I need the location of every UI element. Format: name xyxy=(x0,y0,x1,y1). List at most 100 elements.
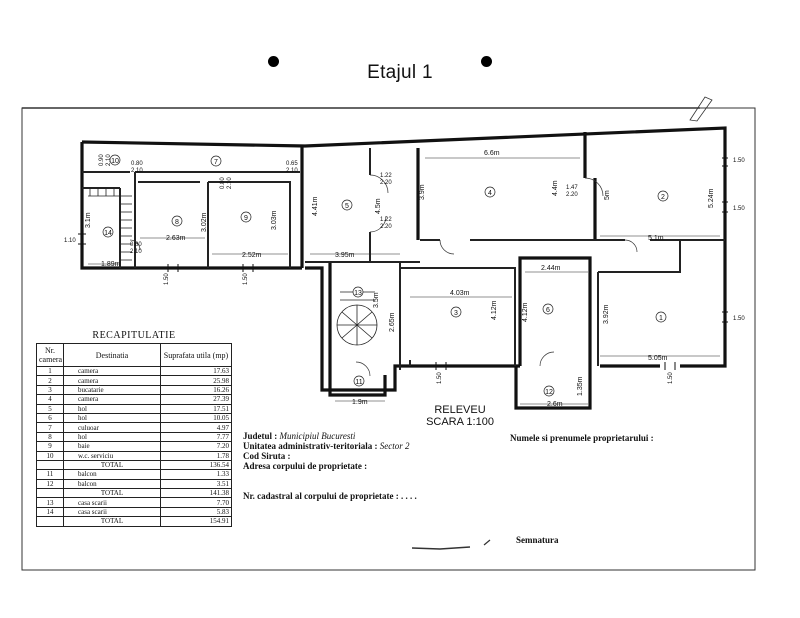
door-mark: 2.10 xyxy=(106,154,112,166)
cell-sup: 141.38 xyxy=(160,488,232,499)
table-header-row: Nr. camera Destinatia Suprafata utila (m… xyxy=(36,343,232,367)
recap-title: RECAPITULATIE xyxy=(92,330,176,341)
cell-sup: 1.33 xyxy=(160,469,232,480)
dimension-label: 1.35m xyxy=(577,376,584,396)
cell-dest: casa scarii xyxy=(63,506,161,518)
window-mark: 1.50 xyxy=(733,206,745,212)
cell-dest: balcon xyxy=(63,478,161,490)
drawing-caption: RELEVEU SCARA 1:100 xyxy=(400,404,520,428)
recap-table: Nr. camera Destinatia Suprafata utila (m… xyxy=(36,343,232,527)
cell-nr: 4 xyxy=(36,394,64,405)
cell-dest: baie xyxy=(63,441,161,452)
dimension-label: 2.52m xyxy=(242,252,262,259)
cell-dest: hol xyxy=(63,403,161,414)
door-mark: 2.10 xyxy=(227,177,233,189)
cell-sup: 136.54 xyxy=(160,459,232,471)
cell-sup: 17.51 xyxy=(160,403,232,414)
door-mark: 2.20 xyxy=(566,192,578,198)
dimension-label: 3.95m xyxy=(335,252,355,259)
door-mark: 0.80 xyxy=(220,177,226,189)
proprietar-label: Numele si prenumele proprietarului : xyxy=(510,433,654,443)
cell-nr: 13 xyxy=(36,497,64,508)
sheet-frame xyxy=(21,96,756,571)
cell-nr: 9 xyxy=(36,441,64,452)
semnatura-label: Semnatura xyxy=(516,535,559,545)
dimension-label: 3.03m xyxy=(271,210,278,230)
unitate-line: Unitatea administrativ-teritoriala : Sec… xyxy=(243,441,409,451)
judet-label: Judetul : xyxy=(243,431,278,441)
cell-sup: 27.39 xyxy=(160,394,232,405)
relevu-label: RELEVEU xyxy=(434,404,486,416)
siruta-label: Cod Siruta : xyxy=(243,451,291,461)
cell-sup: 16.26 xyxy=(160,384,232,396)
room-number: 11 xyxy=(355,379,362,386)
page-title: Etajul 1 xyxy=(367,62,433,83)
stairs-13 xyxy=(336,291,378,346)
dimension-label: 5.24m xyxy=(708,188,715,208)
scale-label: SCARA 1:100 xyxy=(426,416,494,428)
dimension-labels: 6.6m 4.4m 5m 5.24m 5.1m 4.41m 4.5m 3.95m… xyxy=(85,150,715,408)
door-mark: 2.10 xyxy=(286,168,298,174)
cell-sup: 1.78 xyxy=(160,450,232,461)
dimension-label: 4.4m xyxy=(552,180,559,196)
judet-line: Judetul : Municipiul Bucuresti xyxy=(243,431,355,441)
punch-hole-left xyxy=(268,56,279,67)
dimension-label: 5.05m xyxy=(648,355,668,362)
cell-nr xyxy=(36,516,64,527)
dimension-label: 3.02m xyxy=(201,212,208,232)
cell-dest: camera xyxy=(63,375,161,386)
dimension-label: 5m xyxy=(604,190,611,200)
cell-dest: TOTAL xyxy=(63,488,161,499)
room-number: 8 xyxy=(175,219,179,226)
room-number: 4 xyxy=(488,190,492,197)
door-mark: 2.10 xyxy=(130,249,142,255)
dimension-label: 2.44m xyxy=(541,265,561,272)
dimension-label: 2.63m xyxy=(166,235,186,242)
cadastral-label: Nr. cadastral al corpului de proprietate… xyxy=(243,491,417,501)
room-numbers: 1 2 3 4 5 6 7 8 9 10 11 12 13 14 xyxy=(104,158,665,396)
room-number: 7 xyxy=(214,159,218,166)
cell-sup: 4.97 xyxy=(160,422,232,433)
door-mark: 0.65 xyxy=(286,161,298,167)
cell-sup: 7.77 xyxy=(160,431,232,443)
door-mark: 0.80 xyxy=(130,242,142,248)
cell-nr xyxy=(36,488,64,499)
stairs-14 xyxy=(88,188,132,261)
dimension-label: 1.89m xyxy=(101,261,121,268)
cell-sup: 5.83 xyxy=(160,506,232,518)
dimension-lines xyxy=(88,157,720,405)
cell-dest: camera xyxy=(63,394,161,405)
cell-dest: hol xyxy=(63,431,161,443)
dimension-label: 4.03m xyxy=(450,290,470,297)
cell-nr: 2 xyxy=(36,375,64,386)
cell-nr: 3 xyxy=(36,384,64,396)
signature-area xyxy=(400,539,755,571)
dimension-label: 2.6m xyxy=(547,401,563,408)
room-number: 2 xyxy=(661,194,665,201)
recap-table-section: RECAPITULATIE Nr. camera Destinatia Supr… xyxy=(36,330,232,527)
room-number: 6 xyxy=(546,307,550,314)
dimension-label: 1.9m xyxy=(352,399,368,406)
door-mark: 2.20 xyxy=(380,180,392,186)
unitate-value: Sector 2 xyxy=(379,441,410,451)
dimension-label: 5.1m xyxy=(648,235,664,242)
cell-dest: casa scarii xyxy=(63,497,161,508)
room-number: 5 xyxy=(345,203,349,210)
cell-nr: 5 xyxy=(36,403,64,414)
door-mark: 2.10 xyxy=(131,168,143,174)
header-nr: Nr. camera xyxy=(36,343,64,367)
window-mark: 1.50 xyxy=(668,372,674,384)
cell-nr: 1 xyxy=(36,365,64,377)
window-mark: 1.50 xyxy=(733,158,745,164)
